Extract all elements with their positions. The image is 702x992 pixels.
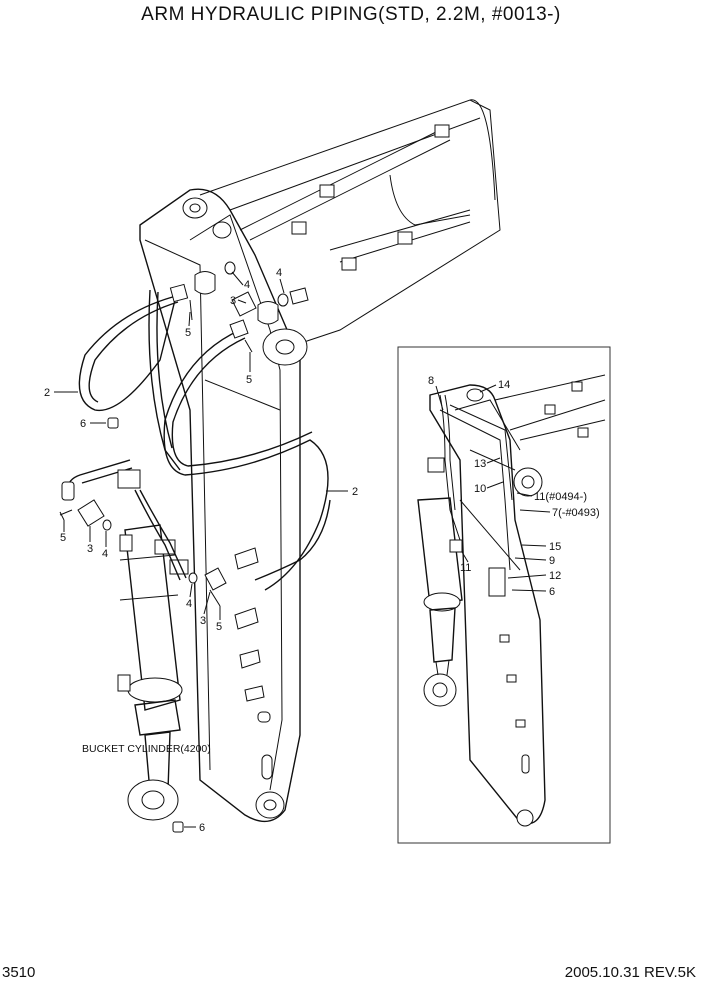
- bucket-cylinder-label: BUCKET CYLINDER(4200): [82, 743, 211, 755]
- fittings: [59, 261, 289, 833]
- callout-3: 3: [87, 543, 93, 555]
- callout-6: 6: [80, 418, 86, 430]
- inset-callout-13: 13: [474, 458, 486, 470]
- callout-4: 4: [244, 279, 250, 291]
- inset-callout-12: 12: [549, 570, 561, 582]
- inset-callout-10: 10: [474, 483, 486, 495]
- callout-4: 4: [186, 598, 192, 610]
- inset-callout-6: 6: [549, 586, 555, 598]
- hose-assembly-2: [61, 271, 331, 591]
- revision-label: 2005.10.31 REV.5K: [564, 964, 696, 981]
- inset-callout-7-0493: 7(-#0493): [552, 507, 600, 519]
- callout-5: 5: [60, 532, 66, 544]
- page-title: ARM HYDRAULIC PIPING(STD, 2.2M, #0013-): [141, 4, 561, 25]
- inset-callout-15: 15: [549, 541, 561, 553]
- callout-4: 4: [102, 548, 108, 560]
- inset-callout-11: 11: [460, 562, 471, 574]
- bucket-cylinder: [117, 469, 189, 821]
- callout-5: 5: [246, 374, 252, 386]
- inset-callout-14: 14: [498, 379, 510, 391]
- callout-3: 3: [200, 615, 206, 627]
- callout-5: 5: [216, 621, 222, 633]
- inset-callout-9: 9: [549, 555, 555, 567]
- inset-callout-8: 8: [428, 375, 434, 387]
- callout-4: 4: [276, 267, 282, 279]
- arm-structure: [139, 99, 501, 823]
- callout-2: 2: [352, 486, 358, 498]
- inset-detail: 8 14 13 10 11(#0494-) 7(-#0493) 15 9 11 …: [397, 346, 611, 844]
- callout-2: 2: [44, 387, 50, 399]
- main-callout-labels: 4 4 3 5 5 2 6 2 5 3 4 4 3 5 6 BUCKET CYL…: [44, 267, 358, 834]
- callout-3: 3: [230, 295, 236, 307]
- page-number: 3510: [2, 964, 36, 981]
- inset-callout-11-0494: 11(#0494-): [534, 491, 587, 503]
- callout-5: 5: [185, 327, 191, 339]
- callout-6: 6: [199, 822, 205, 834]
